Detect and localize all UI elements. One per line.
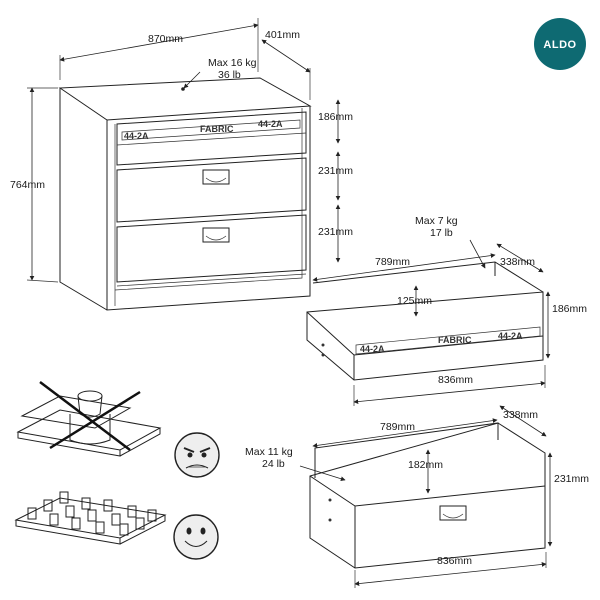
top-load-kg: Max 16 kg	[208, 57, 257, 69]
depth-dim-line	[261, 39, 311, 73]
chest-drawer-middle	[116, 157, 307, 223]
plate-center-text: FABRIC	[200, 124, 234, 134]
distributed-load-icon	[14, 491, 167, 545]
crossed-heavy-load-icon	[16, 381, 162, 457]
drawer-large-front-top	[309, 475, 546, 507]
drawer-handle-icon	[439, 505, 467, 521]
chest-dimensions: 870mm 401mm 764mm 186mm 231mm 231mm Max …	[10, 18, 353, 283]
drawer-small-inner-height: 125mm	[397, 295, 432, 307]
drawer-large-inner-width: 789mm	[380, 421, 415, 433]
drawer-small-depth: 338mm	[500, 256, 535, 268]
brand-logo: ALDO	[534, 18, 586, 70]
drawer-small-inner-width: 789mm	[375, 256, 410, 268]
drawer-large-load-kg: Max 11 kg	[245, 446, 293, 458]
drawer-small-front-width: 836mm	[438, 374, 473, 386]
drawer-plate	[355, 326, 541, 355]
chest-side	[59, 88, 108, 311]
chest-drawer-bottom	[116, 214, 307, 283]
drawer-small-load-kg: Max 7 kg	[415, 215, 458, 227]
drawer-large-depth: 338mm	[503, 409, 538, 421]
drawer-mid-height-label: 231mm	[318, 165, 353, 177]
chest-drawer-top	[116, 111, 307, 166]
drawer-handle-icon	[202, 169, 230, 185]
drawer-bottom-height-label: 231mm	[318, 226, 353, 238]
drawer-small-height: 186mm	[552, 303, 587, 315]
fabric-plate	[121, 119, 301, 141]
plate-left-text: 44-2A	[124, 131, 149, 141]
top-load-arrow	[183, 71, 201, 89]
chest-height-label: 764mm	[10, 179, 45, 191]
width-dim-line	[59, 23, 259, 62]
smiling-face-icon	[173, 514, 219, 560]
angry-face-icon	[174, 432, 220, 478]
drawer-large-height: 231mm	[554, 473, 589, 485]
drawer-handle-icon	[202, 227, 230, 243]
chest-width-label: 870mm	[148, 33, 183, 45]
drawer-large-inner-height: 182mm	[408, 459, 443, 471]
plate-right-text: 44-2A	[258, 119, 283, 129]
drawer-top-height-label: 186mm	[318, 111, 353, 123]
brand-name: ALDO	[543, 39, 576, 51]
drawer-small-body	[306, 291, 544, 381]
drawer-large-load-lb: 24 lb	[262, 458, 285, 470]
drawer-small: 44-2A FABRIC 44-2A Max 7 kg 17 lb 789mm …	[306, 215, 587, 406]
drawer-large-body	[309, 422, 546, 569]
drawer-small-load-lb: 17 lb	[430, 227, 453, 239]
drawer-plate-right: 44-2A	[498, 331, 523, 341]
chest-front	[106, 106, 311, 311]
drawer-plate-center: FABRIC	[438, 335, 472, 345]
drawer-large-front-width: 836mm	[437, 555, 472, 567]
drawer-plate-left: 44-2A	[360, 344, 385, 354]
chest-of-drawers: 44-2A FABRIC 44-2A	[58, 71, 312, 311]
brand-circle	[534, 18, 586, 70]
chest-depth-label: 401mm	[265, 29, 300, 41]
top-load-lb: 36 lb	[218, 69, 241, 81]
drawer-large: Max 11 kg 24 lb 789mm 338mm 182mm 231mm …	[245, 405, 589, 588]
